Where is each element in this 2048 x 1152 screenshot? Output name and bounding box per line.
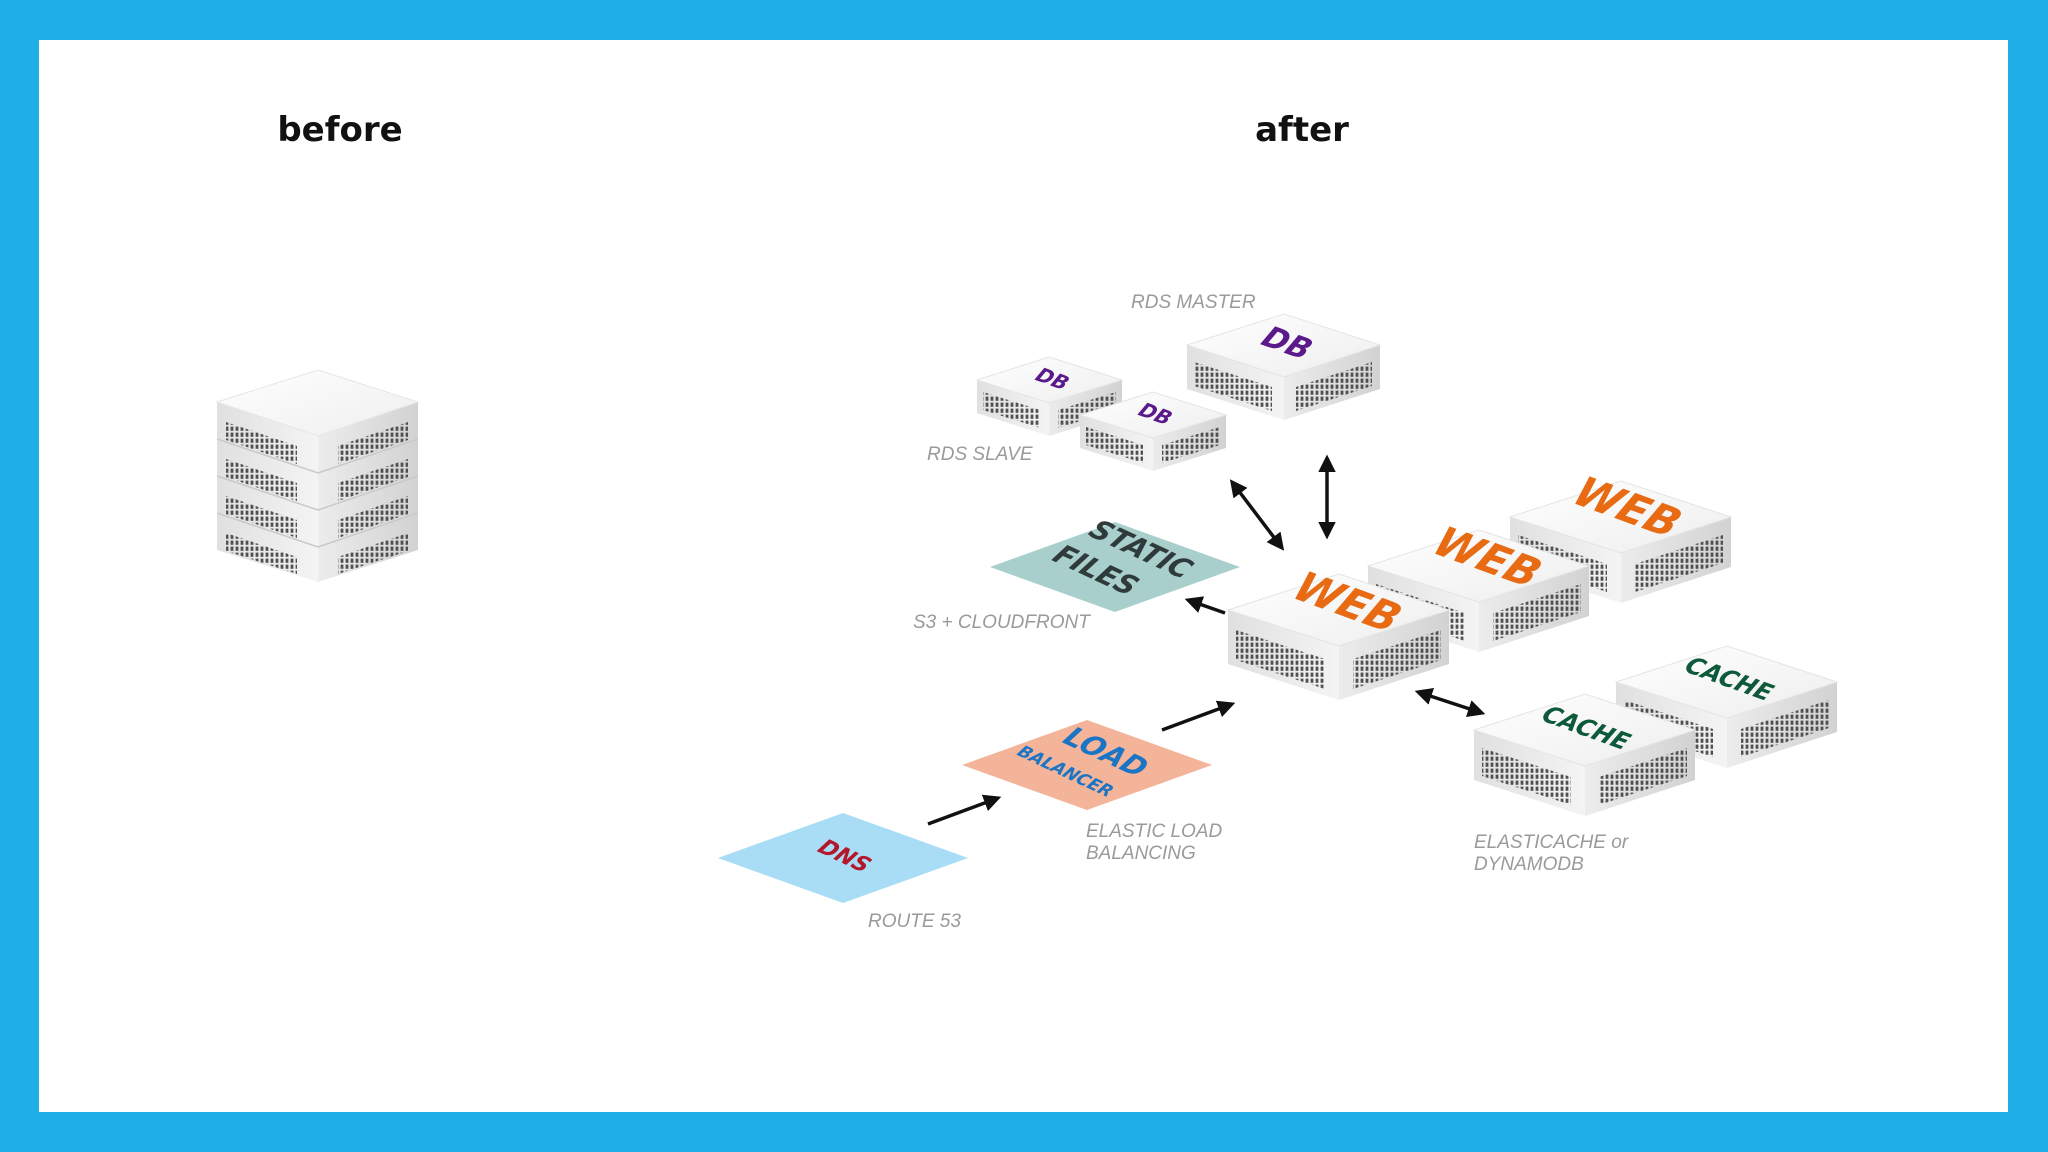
before-server-tower (215, 369, 420, 582)
arrow-web-cache (1414, 688, 1486, 717)
cache-server-front: CACHE (1472, 693, 1697, 816)
caption-elastic-load-balancing: ELASTIC LOAD BALANCING (1086, 821, 1223, 864)
arrow-db-slave-web (1229, 479, 1285, 551)
dns-tile: DNS (718, 813, 968, 903)
db-master-server: DB (1185, 313, 1382, 420)
db-slave-server-2: DB (1078, 391, 1228, 471)
load-balancer-tile: LOAD BALANCER (962, 720, 1212, 810)
caption-s3-cloudfront: S3 + CLOUDFRONT (913, 612, 1090, 633)
after-heading: after (1255, 110, 1349, 150)
caption-rds-master: RDS MASTER (1131, 292, 1256, 313)
arrow-dns-to-lb (927, 794, 1002, 826)
caption-rds-slave: RDS SLAVE (927, 444, 1033, 465)
static-files-tile: STATIC FILES (990, 514, 1240, 612)
arrow-lb-to-web (1161, 700, 1236, 732)
caption-elasticache-dynamodb: ELASTICACHE or DYNAMODB (1474, 832, 1629, 875)
arrow-web-to-static (1184, 596, 1226, 615)
caption-route-53: ROUTE 53 (868, 911, 961, 932)
before-heading: before (277, 110, 403, 150)
db-slave-server-1: DB (975, 356, 1124, 436)
